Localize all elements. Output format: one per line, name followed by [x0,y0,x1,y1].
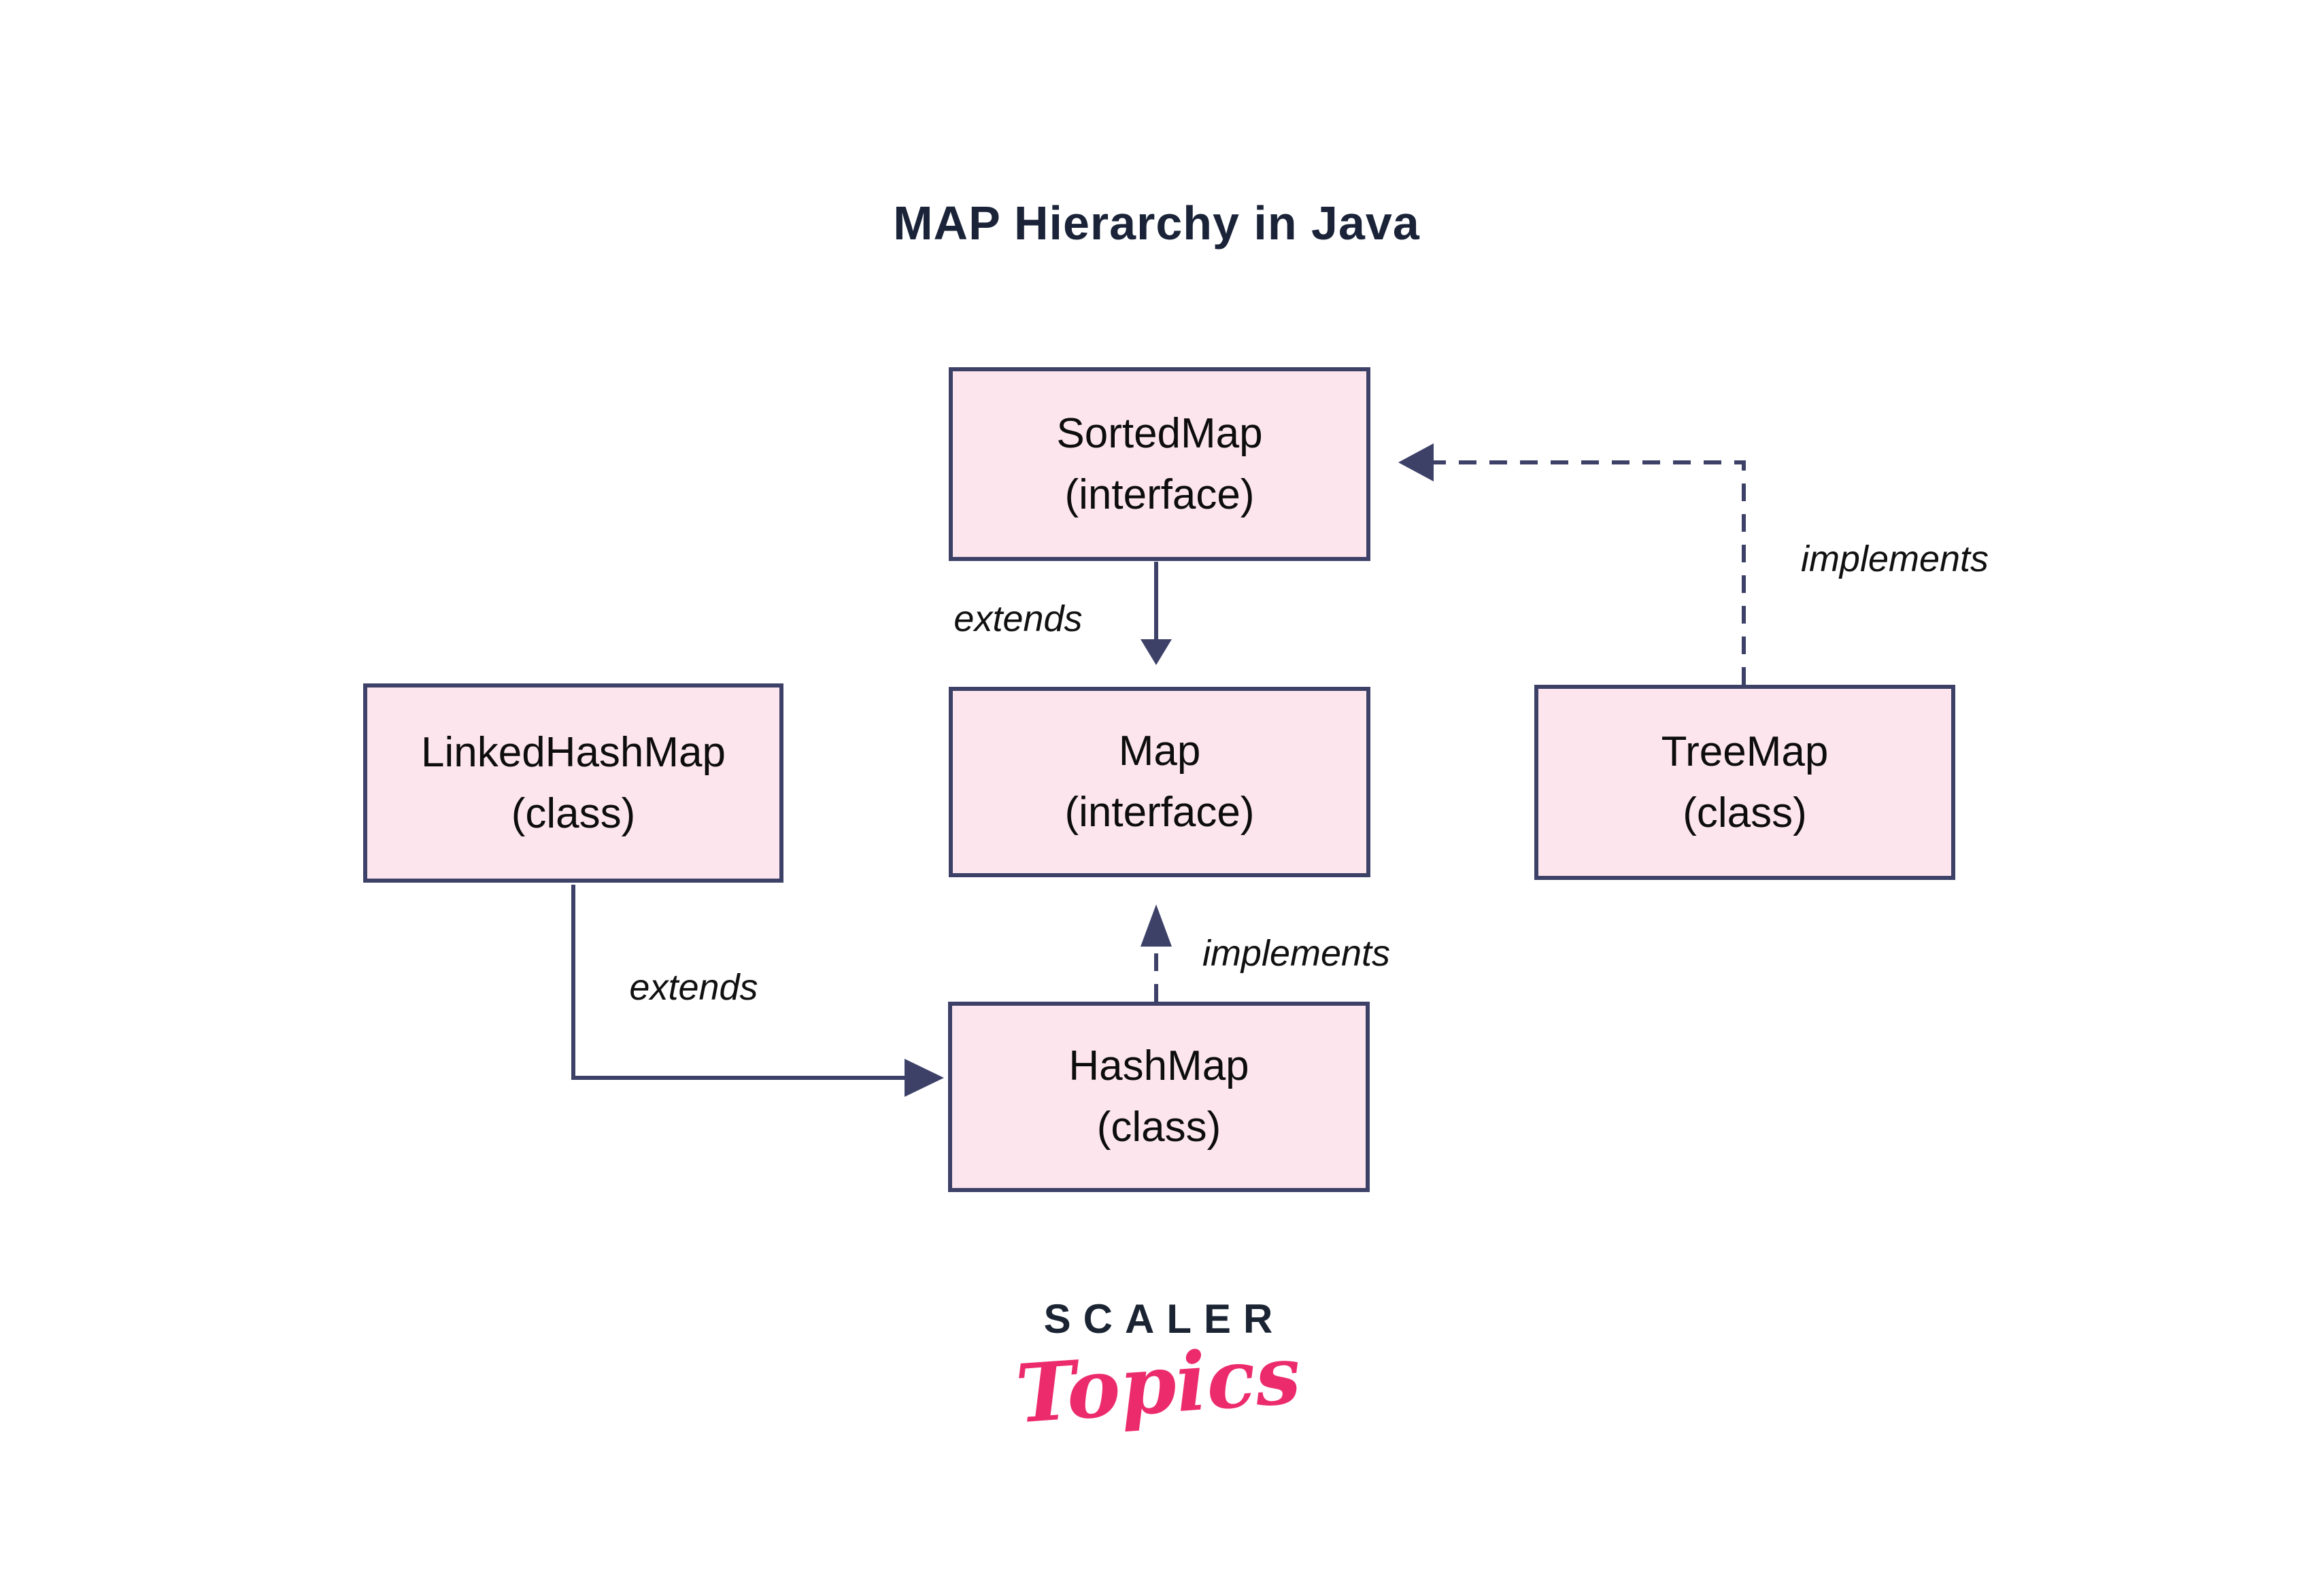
page-title: MAP Hierarchy in Java [893,197,1420,250]
arrow-up-icon [1141,904,1172,947]
arrow-left-icon [1398,443,1434,481]
implements-line-treemap-sortedmap [1434,460,1746,685]
node-map-name: Map [1118,728,1201,775]
logo-wordmark-scaler: SCALER [1043,1296,1285,1342]
edge-label-extends-sortedmap-map: extends [953,598,1083,639]
node-hashmap: HashMap (class) [948,1002,1370,1192]
node-sortedmap-name: SortedMap [1056,409,1263,457]
node-treemap: TreeMap (class) [1534,685,1955,880]
edge-label-implements-hashmap-map: implements [1202,933,1391,974]
arrow-down-icon [1141,639,1172,665]
node-linkedhashmap-name: LinkedHashMap [420,728,726,776]
node-treemap-kind: (class) [1683,789,1807,836]
node-map-kind: (interface) [1064,789,1255,836]
edge-label-extends-linkedhashmap-hashmap: extends [629,967,758,1008]
node-linkedhashmap: LinkedHashMap (class) [363,683,783,883]
node-linkedhashmap-kind: (class) [511,789,636,837]
scaler-topics-logo: SCALER Topics [1013,1295,1303,1441]
logo-wordmark-topics: Topics [1013,1327,1304,1442]
arrow-right-icon [905,1059,944,1097]
node-map: Map (interface) [949,687,1370,877]
edge-label-implements-treemap-sortedmap: implements [1800,539,1989,579]
node-sortedmap: SortedMap (interface) [949,367,1370,561]
node-hashmap-name: HashMap [1068,1042,1249,1090]
node-treemap-name: TreeMap [1661,728,1829,775]
node-sortedmap-kind: (interface) [1064,471,1255,518]
node-hashmap-kind: (class) [1096,1104,1221,1151]
